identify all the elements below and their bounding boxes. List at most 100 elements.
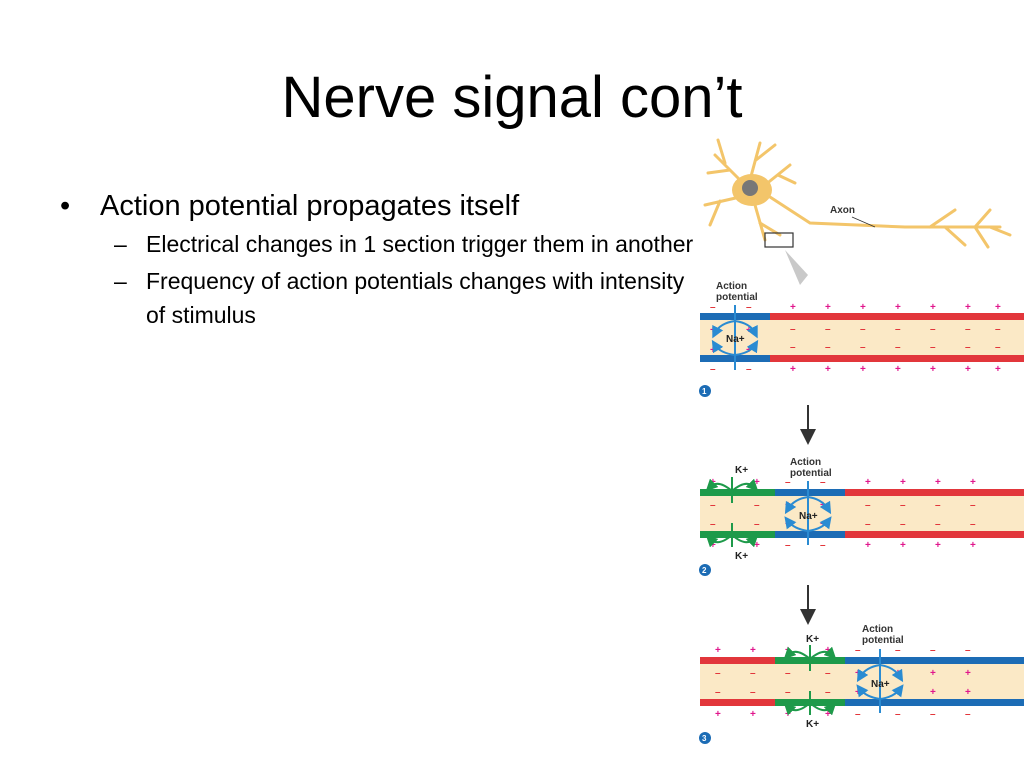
svg-text:–: – [855,645,861,656]
sub-bullet-item: – Electrical changes in 1 section trigge… [100,227,700,261]
svg-text:–: – [790,342,796,353]
svg-text:+: + [860,364,866,375]
svg-text:–: – [825,324,831,335]
svg-text:–: – [895,645,901,656]
svg-text:Na+: Na+ [799,511,818,522]
svg-text:+: + [710,325,716,336]
axon-panel-3: Action potential K+ ++++ ++++ ++++ ++++ … [699,624,1024,744]
svg-text:–: – [825,668,831,679]
svg-text:–: – [895,709,901,720]
svg-text:–: – [995,342,1001,353]
svg-text:+: + [965,364,971,375]
svg-text:–: – [965,324,971,335]
action-potential-label: potential [716,292,758,303]
svg-text:+: + [865,540,871,551]
svg-text:–: – [930,645,936,656]
svg-text:–: – [710,364,716,375]
svg-text:+: + [790,302,796,313]
svg-text:+: + [970,540,976,551]
svg-text:–: – [930,342,936,353]
svg-text:–: – [715,687,721,698]
step-number: 1 [702,387,707,396]
svg-text:+: + [860,302,866,313]
svg-text:–: – [785,687,791,698]
svg-text:+: + [930,687,936,698]
svg-text:–: – [710,519,716,530]
svg-text:+: + [895,364,901,375]
bullet-dot-icon: • [60,190,71,222]
svg-text:–: – [930,709,936,720]
svg-text:K+: K+ [735,551,748,562]
svg-text:–: – [900,519,906,530]
svg-text:–: – [860,342,866,353]
svg-text:+: + [750,709,756,720]
bullet-list: • Action potential propagates itself – E… [60,186,700,332]
svg-text:–: – [746,302,752,313]
svg-text:Na+: Na+ [871,679,890,690]
svg-text:potential: potential [862,635,904,646]
svg-text:+: + [785,709,791,720]
svg-text:–: – [785,540,791,551]
svg-text:–: – [754,519,760,530]
svg-text:–: – [970,519,976,530]
k-label: K+ [735,465,748,476]
svg-text:–: – [790,324,796,335]
svg-text:–: – [825,687,831,698]
bullet-text: Action potential propagates itself [100,190,520,222]
svg-text:+: + [930,302,936,313]
svg-text:Action: Action [862,624,893,635]
svg-text:–: – [895,342,901,353]
svg-text:–: – [900,500,906,511]
svg-text:–: – [865,519,871,530]
svg-text:–: – [820,540,826,551]
svg-text:+: + [895,302,901,313]
svg-text:+: + [965,668,971,679]
action-potential-figure: Axon Action potential + + + + + + + + + + + + + + + +… [699,138,1024,744]
svg-text:–: – [754,500,760,511]
svg-text:–: – [750,687,756,698]
svg-text:+: + [865,477,871,488]
sub-bullet-text: Electrical changes in 1 section trigger … [146,231,694,257]
svg-text:–: – [820,477,826,488]
na-label: Na+ [726,334,745,345]
sub-bullet-item: – Frequency of action potentials changes… [100,264,700,332]
svg-text:+: + [825,302,831,313]
svg-text:–: – [785,668,791,679]
neuron-illustration: Axon [703,138,1012,285]
svg-text:–: – [710,500,716,511]
svg-text:–: – [825,342,831,353]
svg-text:+: + [754,540,760,551]
svg-text:–: – [855,709,861,720]
svg-text:+: + [965,302,971,313]
svg-text:+: + [930,668,936,679]
svg-text:+: + [995,302,1001,313]
bullet-item: • Action potential propagates itself [60,186,700,226]
svg-text:–: – [965,709,971,720]
step-number: 3 [702,734,707,743]
svg-text:+: + [855,668,861,679]
axon-panel-1: Action potential +++++++ +++++++ ++++ ––… [699,281,1024,397]
svg-text:+: + [715,709,721,720]
svg-text:+: + [900,540,906,551]
svg-text:+: + [935,477,941,488]
svg-text:–: – [860,324,866,335]
svg-text:–: – [750,668,756,679]
dash-icon: – [114,268,127,294]
svg-text:+: + [790,364,796,375]
svg-text:–: – [865,500,871,511]
svg-text:–: – [746,364,752,375]
svg-text:+: + [750,645,756,656]
svg-text:K+: K+ [806,634,819,645]
svg-text:–: – [715,668,721,679]
svg-text:+: + [825,364,831,375]
slide-title: Nerve signal con’t [281,65,743,130]
svg-text:+: + [965,687,971,698]
svg-text:+: + [970,477,976,488]
step-number: 2 [702,566,707,575]
svg-text:+: + [930,364,936,375]
svg-text:–: – [935,500,941,511]
svg-text:+: + [754,477,760,488]
svg-text:+: + [995,364,1001,375]
svg-text:Action: Action [790,457,821,468]
svg-text:–: – [895,324,901,335]
